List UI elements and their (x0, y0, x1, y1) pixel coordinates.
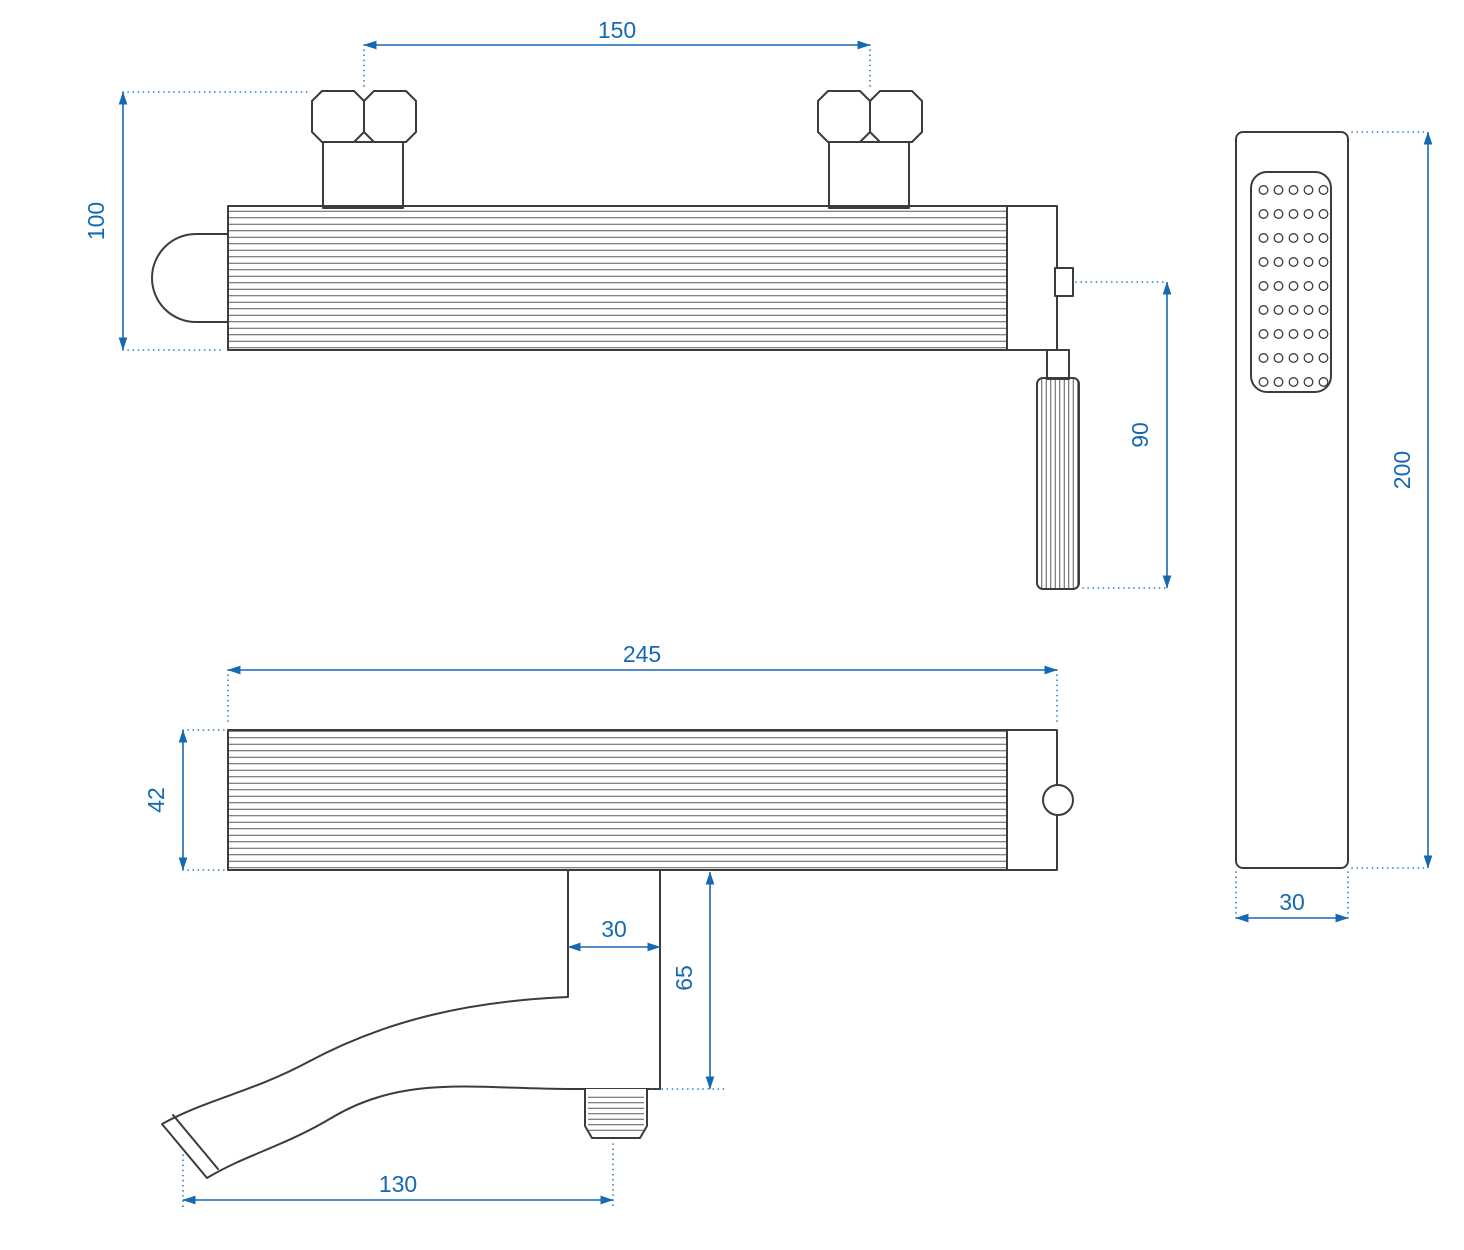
mixer-front-view (161, 729, 1074, 1179)
dimension-handshower-length: 200 (1351, 131, 1433, 869)
dimension-label-65: 65 (671, 965, 697, 991)
dimension-body-width: 245 (227, 641, 1058, 727)
spray-nozzle-holes (1256, 178, 1330, 394)
left-hex-nut-b (363, 90, 417, 143)
dimension-label-100: 100 (83, 202, 109, 240)
mixer-body-ribbed (227, 205, 1008, 351)
outlet-thread-lines (588, 1095, 644, 1133)
dimension-label-90: 90 (1127, 422, 1153, 448)
dimension-body-top-height: 100 (83, 91, 309, 351)
mixer-side-view (151, 90, 1080, 590)
dimension-label-30-shower: 30 (1279, 889, 1305, 915)
dimension-handle-length: 90 (1075, 281, 1172, 589)
stem-fill (569, 871, 659, 1088)
handle-neck (1046, 349, 1070, 380)
right-hex-nut-a (817, 90, 871, 143)
hand-shower-view (1235, 131, 1349, 869)
dimension-spout-drop: 65 (651, 871, 725, 1090)
handle-pivot-boss (1054, 267, 1074, 297)
dimension-handshower-width: 30 (1235, 871, 1349, 923)
dimension-spout-reach: 130 (182, 1143, 614, 1209)
left-hex-nut-a (311, 90, 365, 143)
spout-tube (161, 996, 569, 1179)
dimension-label-245: 245 (623, 641, 661, 667)
handle-pivot-front (1042, 784, 1074, 816)
left-end-cap (151, 233, 228, 323)
dimension-stem-width: 30 (567, 916, 661, 952)
spout-tip-rim (172, 1114, 219, 1170)
dimension-label-30-stem: 30 (601, 916, 627, 942)
dimension-label-130: 130 (379, 1171, 417, 1197)
mixer-body-front-ribbed (227, 729, 1008, 871)
valve-block (1006, 205, 1058, 351)
left-inlet-stem (322, 141, 404, 209)
handle-lever-ribbed (1036, 377, 1080, 590)
dimension-body-height: 42 (143, 729, 225, 871)
right-hex-nut-b (869, 90, 923, 143)
dimension-label-200: 200 (1389, 451, 1415, 489)
dimension-label-150: 150 (598, 17, 636, 43)
dimension-inlet-spacing: 150 (363, 17, 871, 89)
right-inlet-stem (828, 141, 910, 209)
dimension-label-42: 42 (143, 787, 169, 813)
